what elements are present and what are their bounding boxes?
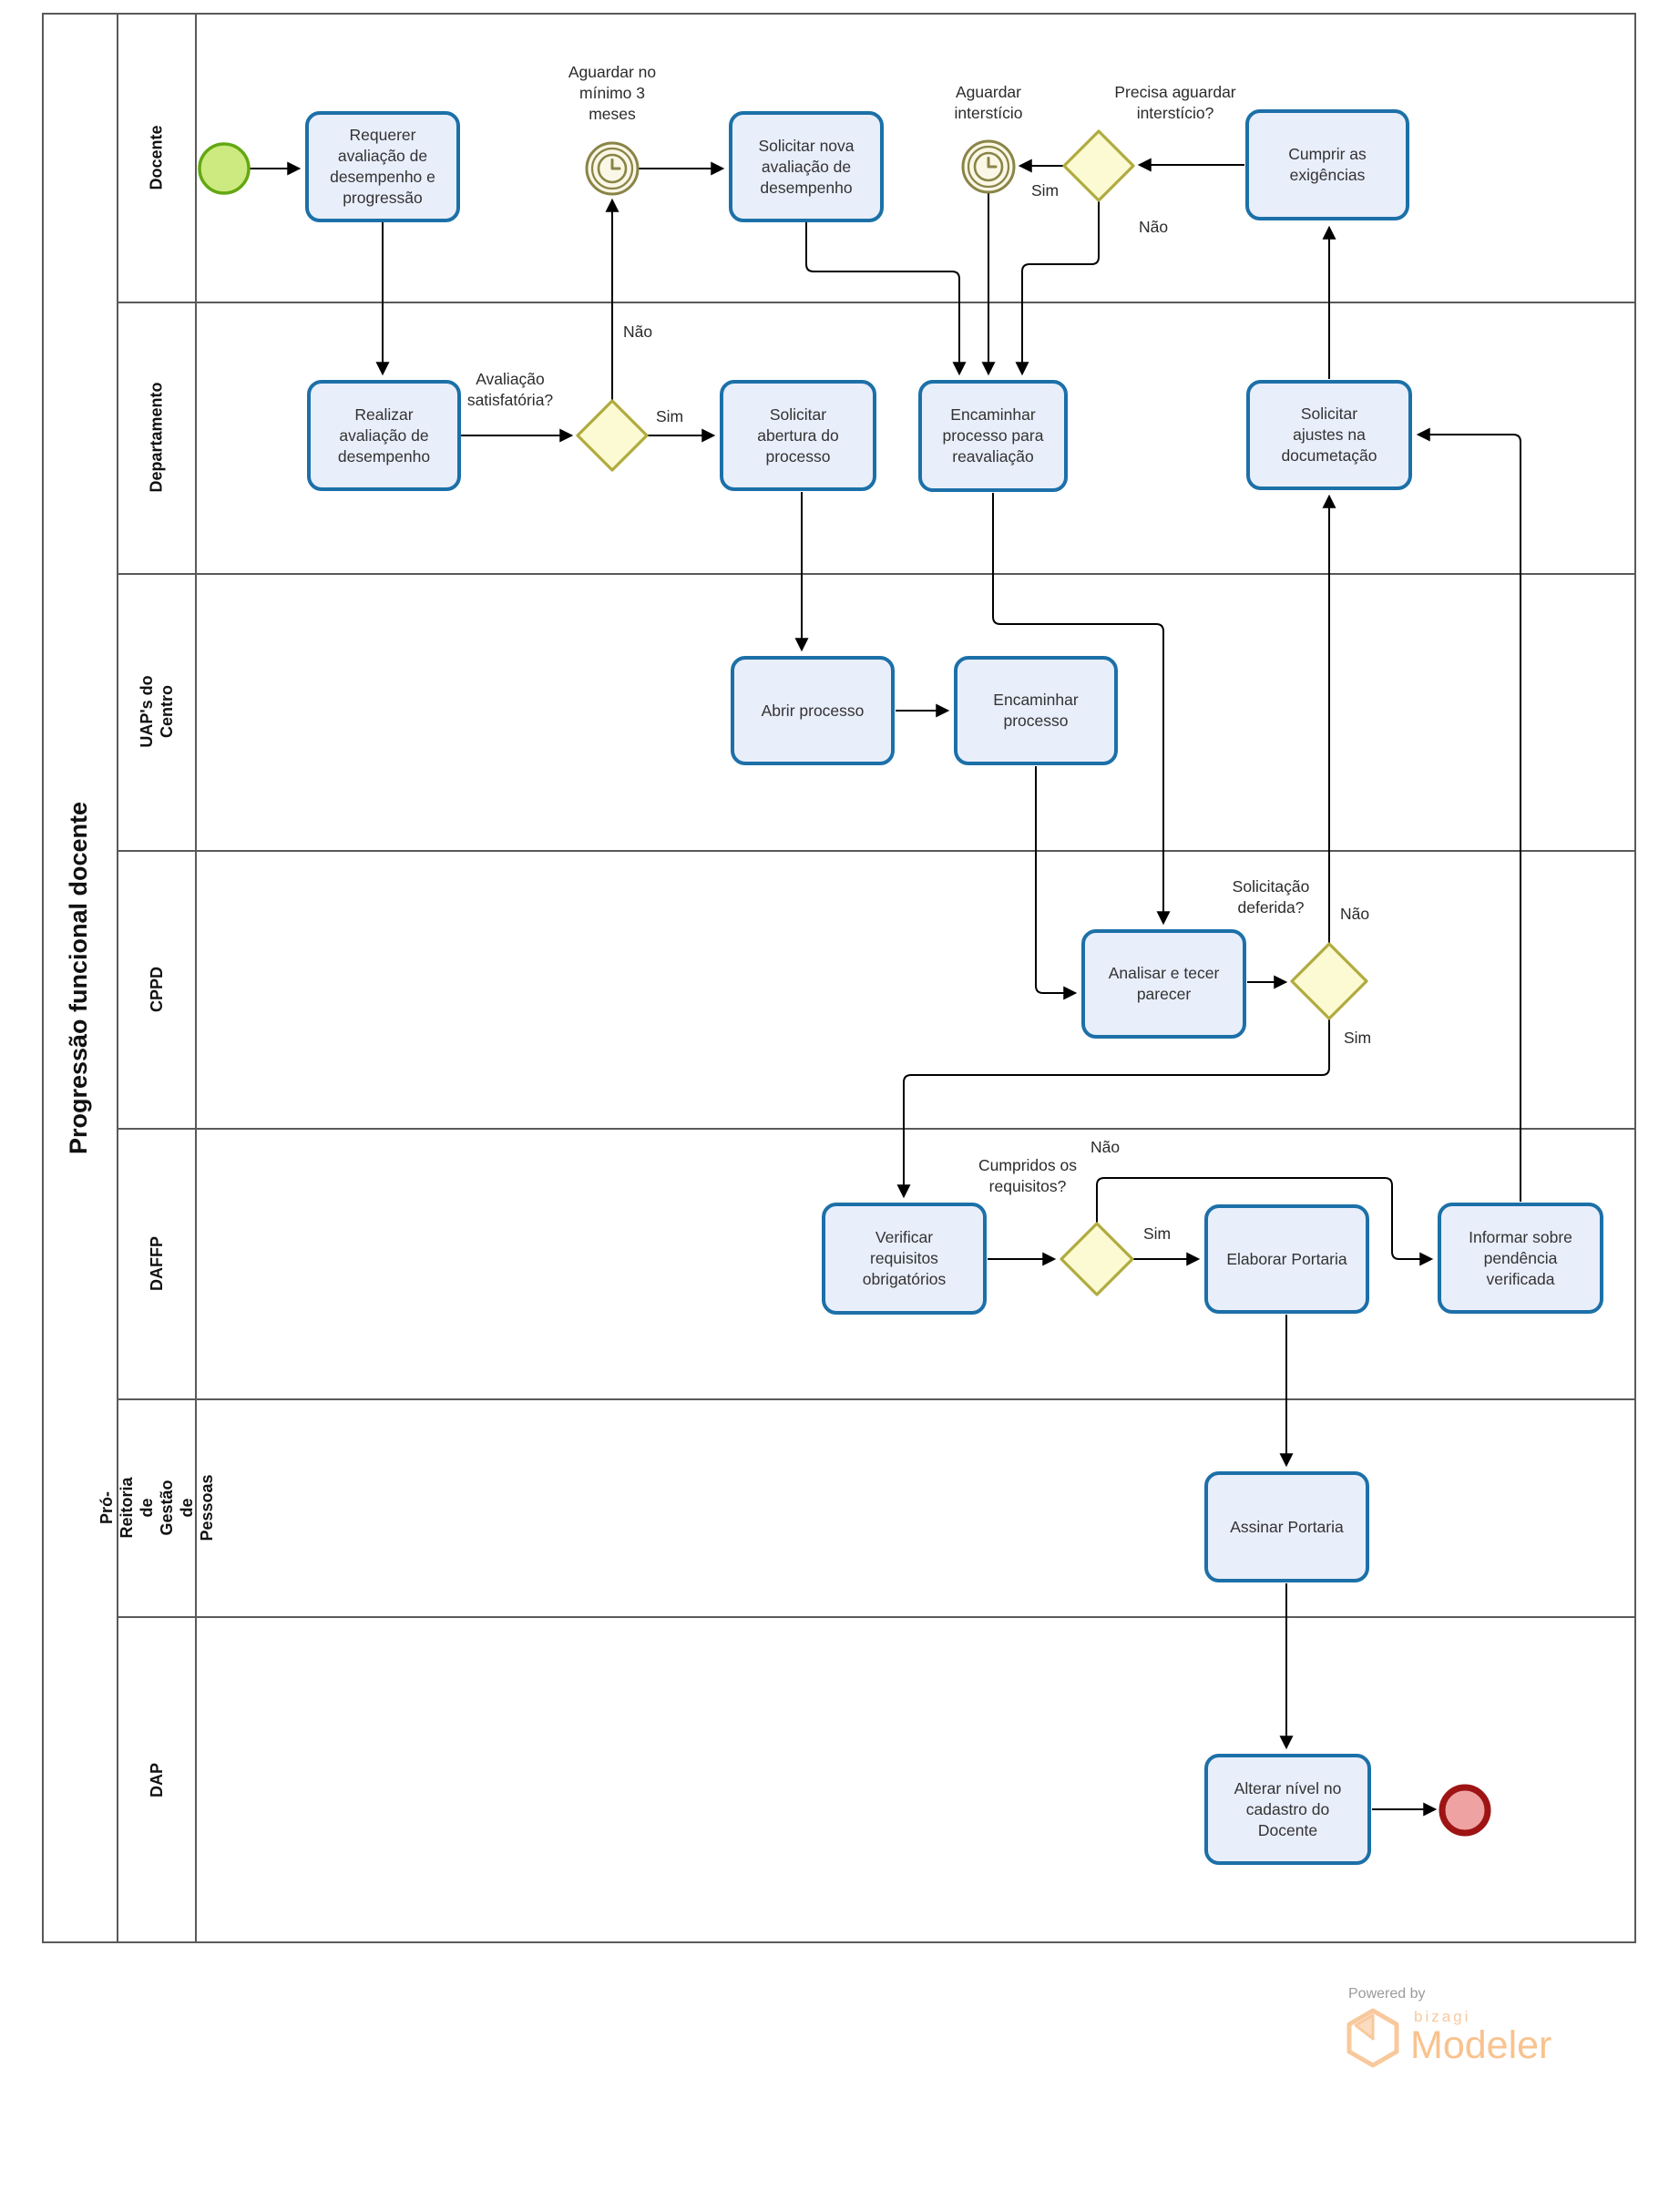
lane-cppd: CPPD	[118, 850, 195, 1128]
task-solicitar-nova-avaliacao[interactable]: Solicitar nova avaliação de desempenho	[729, 111, 884, 222]
lane-divider	[118, 302, 1636, 303]
timer-intersticio-label: Aguardar interstício	[954, 83, 1023, 122]
bizagi-wordmark: bizagi	[1414, 2008, 1471, 2025]
edge-label-sim: Sim	[1143, 1224, 1172, 1243]
lane-divider	[118, 1128, 1636, 1130]
lane-docente: Docente	[118, 13, 195, 302]
lane-divider	[118, 573, 1636, 575]
lane-departamento: Departamento	[118, 302, 195, 573]
gateway-avaliacao-question: Avaliação satisfatória?	[466, 370, 554, 409]
lane-daffp: DAFFP	[118, 1128, 195, 1398]
lane-docente-label: Docente	[147, 124, 166, 190]
task-analisar-parecer[interactable]: Analisar e tecer parecer	[1081, 929, 1246, 1039]
task-informar-pendencia[interactable]: Informar sobre pendência verificada	[1438, 1203, 1603, 1314]
lane-dap: DAP	[118, 1616, 195, 1943]
edge-label-nao: Não	[1090, 1138, 1121, 1156]
edge-label-nao: Não	[623, 323, 653, 341]
lane-label-divider	[195, 13, 197, 1943]
gateway-deferida-question: Solicitação deferida?	[1232, 877, 1310, 917]
task-solicitar-ajustes[interactable]: Solicitar ajustes na documetação	[1246, 380, 1412, 490]
lane-divider	[118, 1616, 1636, 1618]
task-assinar-portaria[interactable]: Assinar Portaria	[1204, 1471, 1369, 1582]
edge-label-nao: Não	[1139, 218, 1169, 236]
lane-divider	[118, 1398, 1636, 1400]
gateway-precisa-aguardar-question: Precisa aguardar interstício?	[1114, 83, 1236, 122]
powered-by-text: Powered by	[1348, 1986, 1426, 2002]
task-solicitar-abertura[interactable]: Solicitar abertura do processo	[720, 380, 876, 491]
lane-daffp-label: DAFFP	[148, 1235, 166, 1291]
modeler-wordmark: Modeler	[1410, 2023, 1552, 2067]
edge-label-sim: Sim	[1031, 181, 1060, 200]
lane-uaps-do-centro: UAP's do Centro	[118, 573, 195, 850]
edge-label-sim: Sim	[656, 407, 684, 425]
edge-label-nao: Não	[1340, 905, 1370, 923]
task-encaminhar-reavaliacao[interactable]: Encaminhar processo para reavaliação	[918, 380, 1068, 492]
pool-title-cell: Progressão funcional docente	[42, 13, 118, 1943]
lane-departamento-label: Departamento	[148, 382, 166, 493]
task-abrir-processo[interactable]: Abrir processo	[731, 656, 895, 765]
task-realizar-avaliacao[interactable]: Realizar avaliação de desempenho	[307, 380, 461, 491]
bizagi-logo: Powered by bizagi Modeler	[1346, 1986, 1583, 2068]
bizagi-hexagon-icon	[1346, 2008, 1399, 2068]
lane-pro-reitoria: Pró-Reitoria de Gestão de Pessoas	[97, 1398, 216, 1616]
gateway-requisitos-question: Cumpridos os requisitos?	[978, 1156, 1077, 1195]
lane-pro-reitoria-label: Pró-Reitoria de Gestão de Pessoas	[97, 1473, 216, 1541]
task-requerer-avaliacao[interactable]: Requerer avaliação de desempenho e progr…	[305, 111, 460, 222]
edge-label-sim: Sim	[1344, 1029, 1372, 1047]
pool-border	[42, 13, 1636, 1943]
lane-dap-label: DAP	[147, 1762, 166, 1797]
lane-cppd-label: CPPD	[147, 966, 166, 1012]
timer-minimo-label: Aguardar no mínimo 3 meses	[568, 63, 657, 123]
task-alterar-nivel[interactable]: Alterar nível no cadastro do Docente	[1204, 1754, 1371, 1865]
task-elaborar-portaria[interactable]: Elaborar Portaria	[1204, 1204, 1369, 1314]
pool-title: Progressão funcional docente	[65, 801, 93, 1155]
lane-uaps-label: UAP's do Centro	[138, 675, 176, 748]
lane-divider	[118, 850, 1636, 852]
task-cumprir-exigencias[interactable]: Cumprir as exigências	[1245, 109, 1409, 220]
task-verificar-requisitos[interactable]: Verificar requisitos obrigatórios	[822, 1203, 987, 1315]
task-encaminhar-processo[interactable]: Encaminhar processo	[954, 656, 1118, 765]
